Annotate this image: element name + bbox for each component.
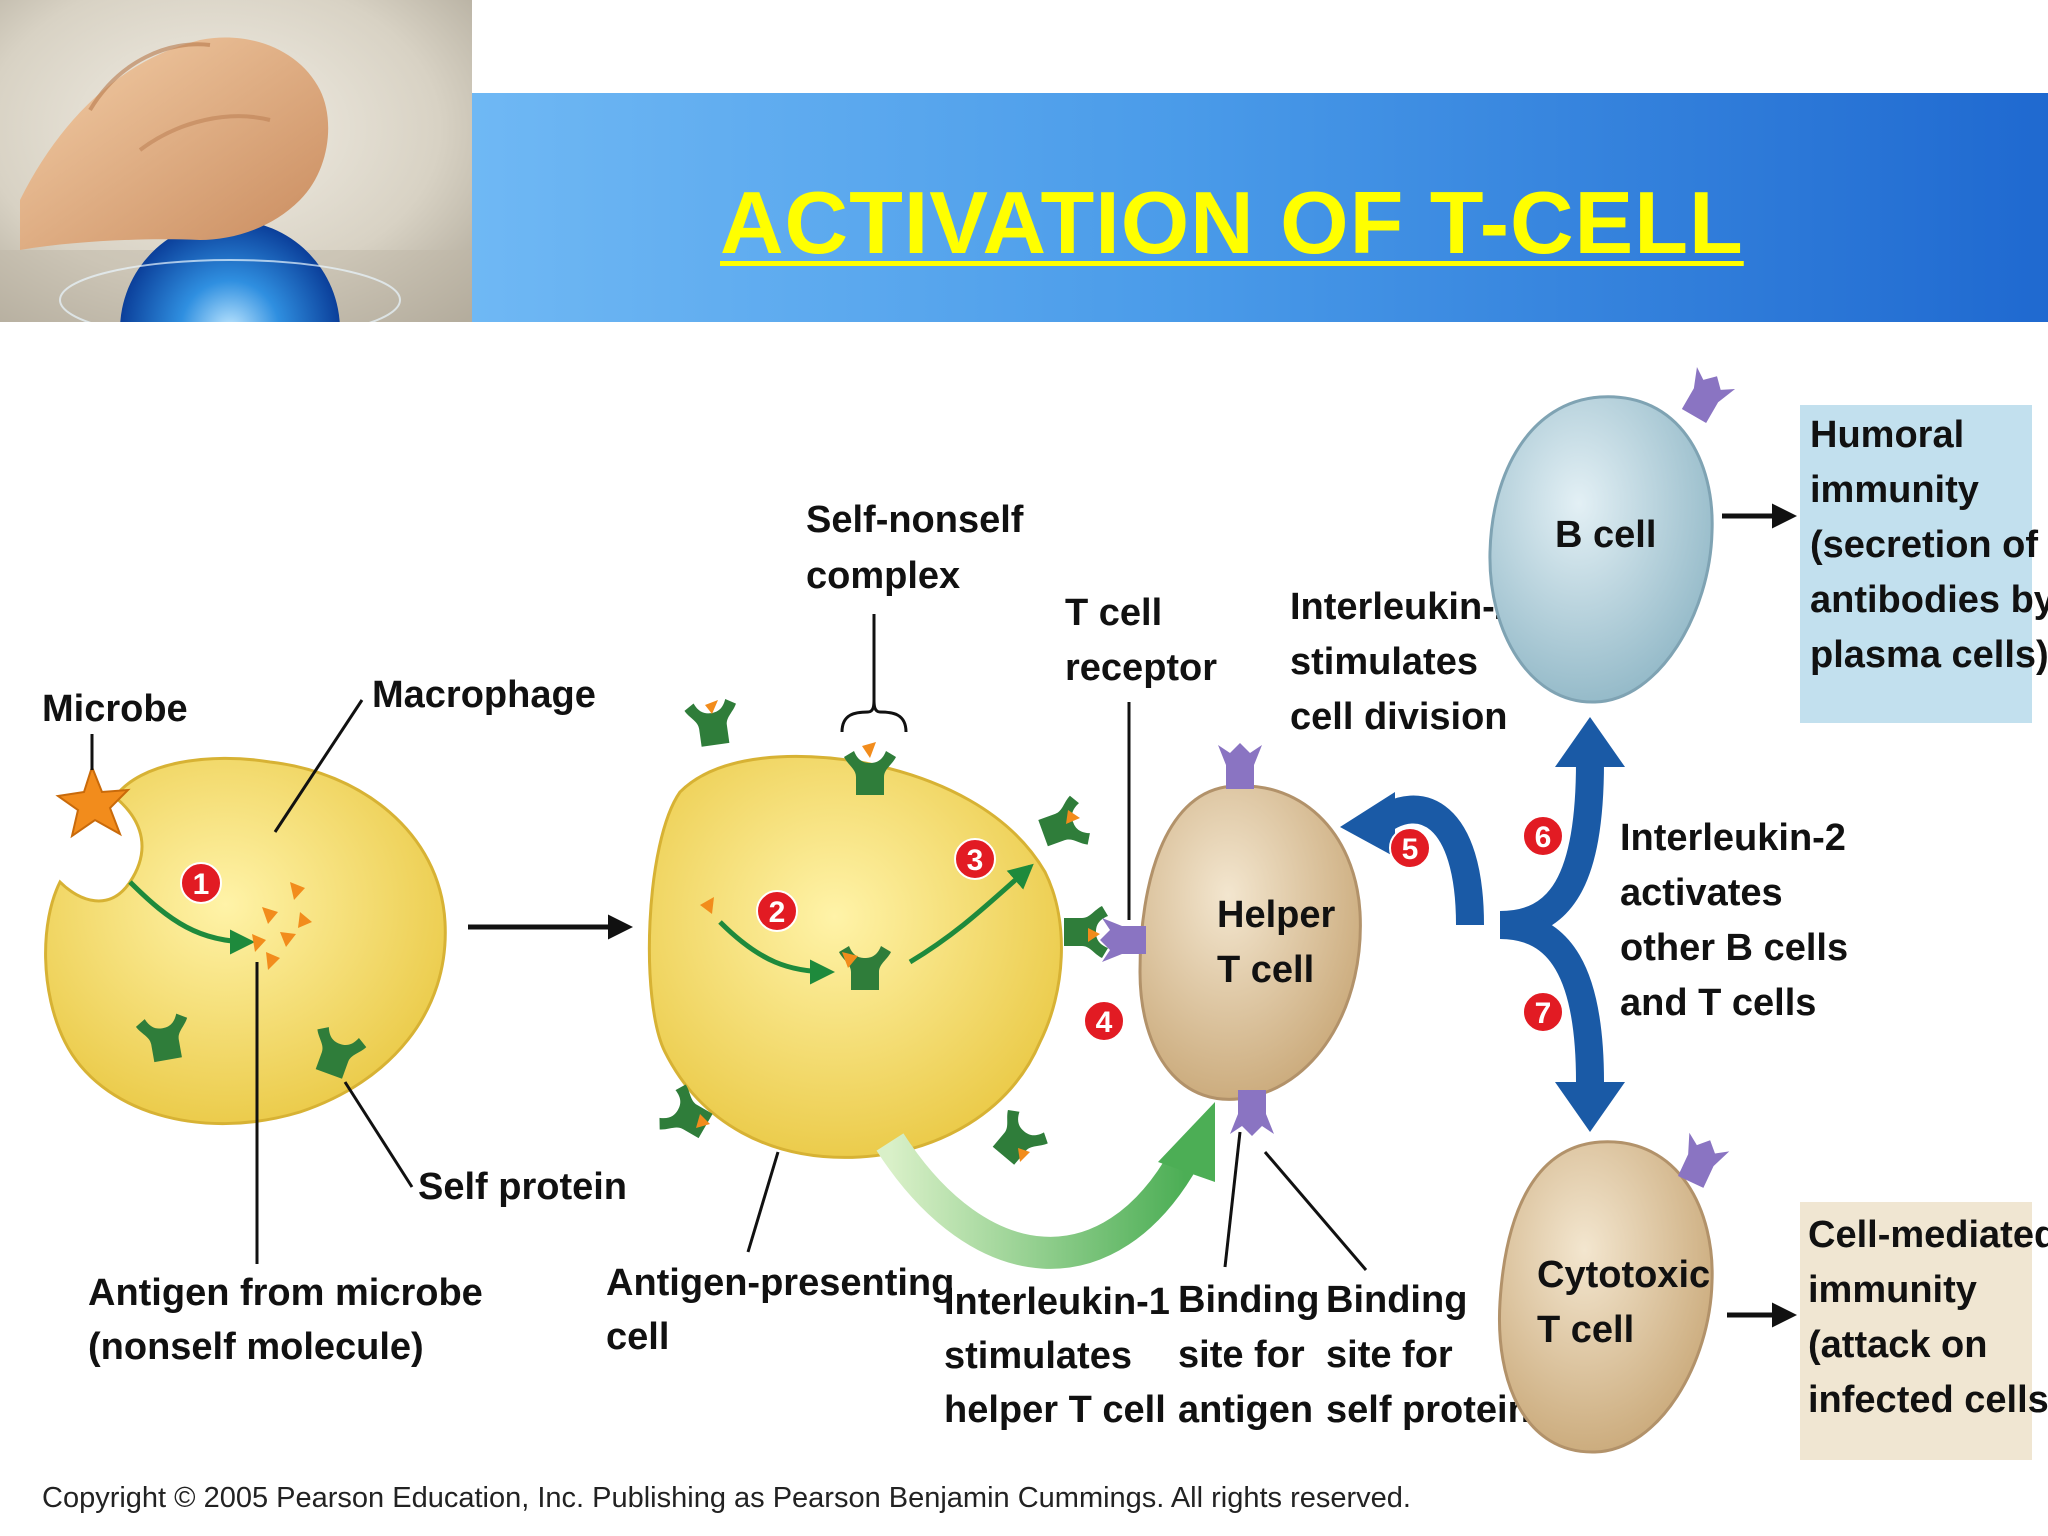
label-humoral-line3: (secretion of	[1810, 524, 2038, 566]
helper-top-receptor	[1218, 743, 1262, 789]
label-humoral-line4: antibodies by	[1810, 579, 2048, 621]
il2-down-branch	[1499, 911, 1604, 1083]
label-macrophage: Macrophage	[372, 674, 596, 716]
label-apc-line1: Antigen-presenting	[606, 1262, 954, 1304]
step-badge-4: 4	[1083, 1000, 1125, 1042]
label-bind-self-line2: site for	[1326, 1334, 1453, 1376]
b-cell	[1488, 395, 1714, 704]
label-humoral-line1: Humoral	[1810, 414, 1964, 456]
label-helper-line1: Helper	[1217, 894, 1335, 936]
step-number-1: 1	[193, 868, 210, 901]
label-cellmed-line1: Cell-mediated	[1808, 1214, 2048, 1256]
label-humoral-line5: plasma cells)	[1810, 634, 2048, 676]
label-cytotoxic-line2: T cell	[1537, 1309, 1634, 1351]
label-antigen-line2: (nonself molecule)	[88, 1326, 424, 1368]
label-antigen-line1: Antigen from microbe	[88, 1272, 483, 1314]
step-number-3: 3	[967, 844, 984, 877]
label-il2-div-line2: stimulates	[1290, 641, 1478, 683]
presented-complexes	[654, 697, 1108, 1173]
step-number-5: 5	[1402, 833, 1419, 866]
self-nonself-brace	[840, 699, 908, 733]
step2-arrow	[718, 920, 835, 985]
hand-globe-image	[0, 0, 472, 322]
label-bind-antigen-line2: site for	[1178, 1334, 1305, 1376]
label-tcr-line1: T cell	[1065, 592, 1162, 634]
label-il2-act-line2: activates	[1620, 872, 1783, 914]
il2-loop-arrowhead	[1340, 792, 1395, 857]
humoral-immunity-box	[1800, 405, 2032, 723]
step-number-7: 7	[1535, 997, 1552, 1030]
label-il2-act-line3: other B cells	[1620, 927, 1848, 969]
step-badge-1: 1	[180, 862, 222, 904]
step-badge-5: 5	[1389, 827, 1431, 869]
label-bind-antigen-line1: Binding	[1178, 1279, 1319, 1321]
label-self-protein: Self protein	[418, 1166, 627, 1208]
label-bind-self-line3: self protein	[1326, 1389, 1531, 1431]
step-badge-6: 6	[1522, 815, 1564, 857]
interleukin1-arrowhead	[1158, 1102, 1215, 1182]
label-cellmed-line2: immunity	[1808, 1269, 1977, 1311]
label-self-nonself-line1: Self-nonself	[806, 499, 1024, 541]
label-il2-act-line1: Interleukin-2	[1620, 817, 1846, 859]
label-b-cell: B cell	[1555, 514, 1656, 556]
hand-icon	[20, 37, 329, 250]
il2-loop	[1371, 795, 1484, 926]
il2-down-arrowhead	[1555, 1082, 1625, 1132]
label-helper-line2: T cell	[1217, 949, 1314, 991]
step-number-4: 4	[1096, 1006, 1113, 1039]
step-number-2: 2	[769, 896, 786, 929]
label-cellmed-line4: infected cells)	[1808, 1379, 2048, 1421]
label-il2-act-line4: and T cells	[1620, 982, 1816, 1024]
label-il1-line3: helper T cell	[944, 1389, 1166, 1431]
header-photo	[0, 0, 472, 322]
label-cellmed-line3: (attack on	[1808, 1324, 1987, 1366]
label-il2-div-line1: Interleukin-2	[1290, 586, 1516, 628]
step-badge-3: 3	[954, 838, 996, 880]
step-badge-7: 7	[1522, 991, 1564, 1033]
step3-arrow	[908, 863, 1034, 965]
label-il2-div-line3: cell division	[1290, 696, 1508, 738]
step-number-6: 6	[1535, 821, 1552, 854]
label-bind-self-line1: Binding	[1326, 1279, 1467, 1321]
microbe-icon	[55, 764, 131, 839]
label-tcr-line2: receptor	[1065, 647, 1217, 689]
step-badge-2: 2	[756, 890, 798, 932]
antigen-fragments	[252, 882, 312, 970]
label-il1-line1: Interleukin-1	[944, 1281, 1170, 1323]
label-il1-line2: stimulates	[944, 1335, 1132, 1377]
label-cytotoxic-line1: Cytotoxic	[1537, 1254, 1710, 1296]
label-humoral-line2: immunity	[1810, 469, 1979, 511]
globe-icon	[120, 220, 340, 322]
step1-arrow	[128, 880, 255, 955]
slide-title: ACTIVATION OF T-CELL	[720, 173, 1744, 272]
copyright-text: Copyright © 2005 Pearson Education, Inc.…	[42, 1482, 1411, 1514]
antigen-fragment-apc	[700, 897, 714, 914]
header-band	[472, 93, 2048, 322]
label-apc-line2: cell	[606, 1316, 669, 1358]
cytotoxic-t-cell	[1497, 1140, 1714, 1454]
interleukin1-arrow	[876, 1133, 1199, 1269]
il2-up-arrowhead	[1555, 717, 1625, 767]
label-microbe: Microbe	[42, 688, 188, 730]
label-bind-antigen-line3: antigen	[1178, 1389, 1313, 1431]
cell-mediated-immunity-box	[1800, 1202, 2032, 1460]
helper-t-cell	[1138, 784, 1362, 1101]
label-self-nonself-line2: complex	[806, 555, 960, 597]
b-cell-receptor	[1674, 365, 1737, 428]
t-cell-activation-diagram: Microbe Macrophage Self protein Antigen …	[42, 365, 2048, 1514]
